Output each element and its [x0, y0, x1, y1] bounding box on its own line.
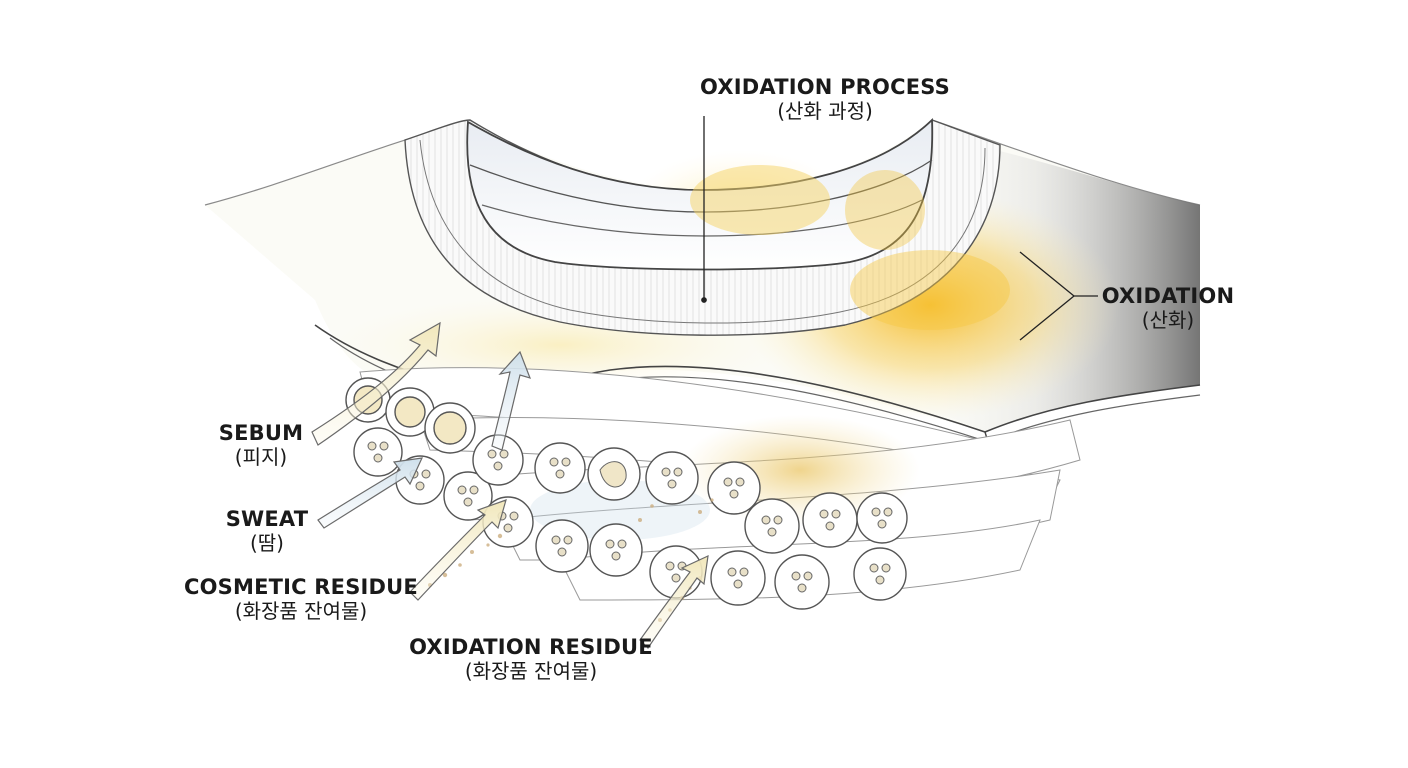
callout-lines: [701, 116, 1098, 341]
oxidation-label-en: OXIDATION: [1101, 284, 1235, 308]
sweat-label-en: SWEAT: [225, 507, 309, 531]
sebum-label: SEBUM (피지): [204, 421, 318, 469]
sebum-label-en: SEBUM: [218, 421, 304, 445]
oxidation-process-label-ko: (산화 과정): [777, 98, 873, 123]
sweat-label: SWEAT (땀): [204, 507, 330, 555]
neck-opening: [466, 117, 934, 271]
cosmetic-residue-label: COSMETIC RESIDUE (화장품 잔여물): [178, 575, 424, 623]
sweat-label-ko: (땀): [249, 530, 284, 555]
sebum-arrow-2: [491, 350, 531, 451]
oxidation-residue-arrow: [639, 554, 709, 649]
cosmetic-residue-arrow: [409, 499, 507, 601]
oxidation-label-ko: (산화): [1141, 307, 1195, 332]
sebum-arrow-1: [311, 321, 441, 446]
oxidation-process-label-en: OXIDATION PROCESS: [700, 75, 950, 99]
cosmetic-residue-label-ko: (화장품 잔여물): [234, 598, 368, 623]
oxidation-process-label: OXIDATION PROCESS (산화 과정): [690, 75, 960, 123]
cosmetic-residue-label-en: COSMETIC RESIDUE: [184, 575, 418, 599]
sebum-label-ko: (피지): [234, 444, 288, 469]
fiber-cross-sections: [345, 377, 908, 610]
sweat-arrow: [317, 457, 424, 529]
oxidation-residue-label: OXIDATION RESIDUE (화장품 잔여물): [404, 635, 658, 683]
oxidation-residue-label-en: OXIDATION RESIDUE: [409, 635, 653, 659]
oxidation-label: OXIDATION (산화): [1098, 284, 1238, 332]
oxidation-residue-label-ko: (화장품 잔여물): [464, 658, 598, 683]
